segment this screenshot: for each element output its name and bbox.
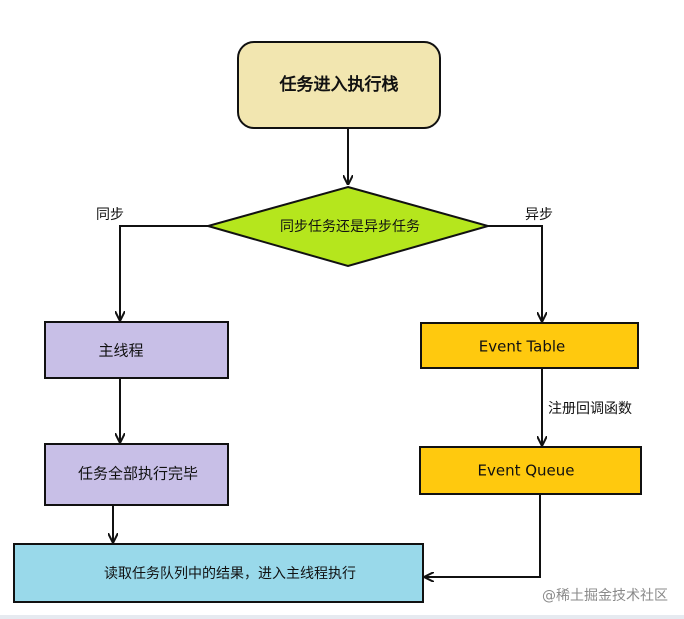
node-event-queue-box bbox=[419, 446, 642, 495]
watermark: @稀土掘金技术社区 bbox=[542, 588, 668, 604]
node-event-table-label: Event Table bbox=[479, 338, 566, 356]
node-start-box bbox=[237, 41, 441, 129]
node-event-queue-label: Event Queue bbox=[477, 462, 574, 480]
edge-label-register-callback: 注册回调函数 bbox=[548, 401, 632, 417]
edge-label-async: 异步 bbox=[525, 207, 553, 223]
edge-event-queue-to-read-queue bbox=[425, 494, 540, 577]
bottom-strip bbox=[0, 615, 684, 619]
node-decision-label: 同步任务还是异步任务 bbox=[280, 219, 420, 235]
node-read-queue-label: 读取任务队列中的结果，进入主线程执行 bbox=[104, 565, 356, 582]
node-tasks-done-label: 任务全部执行完毕 bbox=[78, 465, 198, 483]
edge-label-sync: 同步 bbox=[96, 207, 124, 223]
edges bbox=[113, 128, 542, 577]
node-event-table-box bbox=[420, 322, 639, 369]
node-main-thread-label: 主线程 bbox=[98, 342, 143, 360]
node-read-queue-box bbox=[13, 543, 424, 603]
node-tasks-done-box bbox=[44, 443, 229, 506]
edge-decision-to-event-table bbox=[488, 225, 542, 321]
node-start-label: 任务进入执行栈 bbox=[279, 74, 399, 95]
edge-decision-to-main-thread bbox=[120, 225, 208, 320]
node-decision-diamond bbox=[204, 185, 492, 268]
node-main-thread-box bbox=[44, 321, 229, 379]
